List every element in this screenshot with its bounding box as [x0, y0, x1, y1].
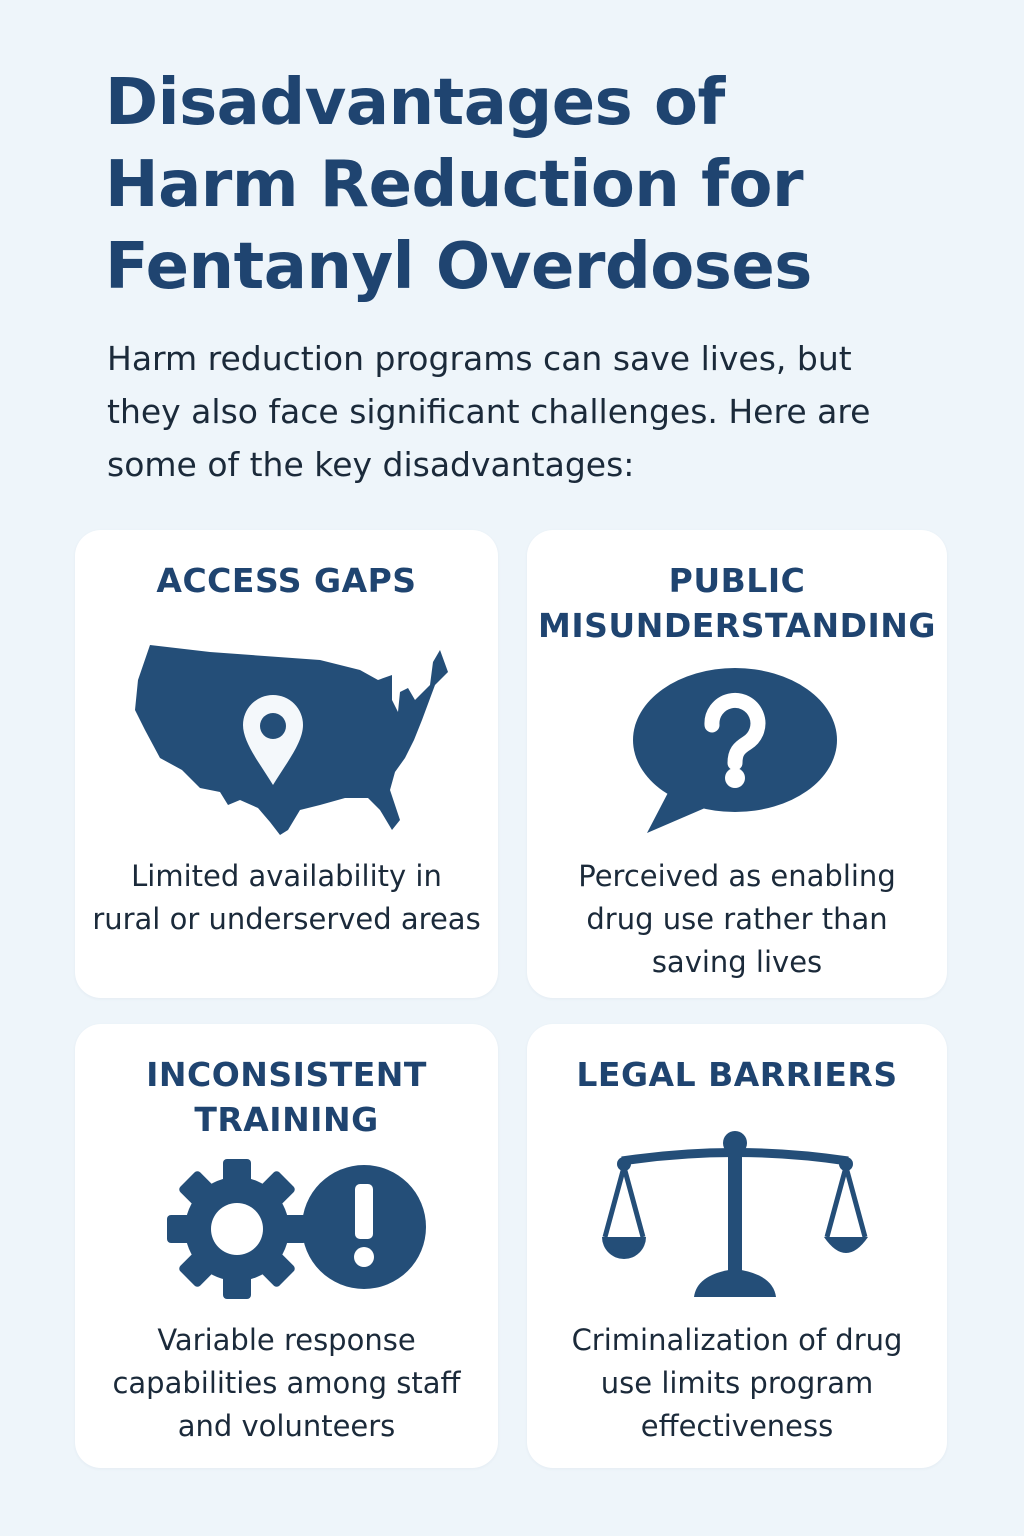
- description-line: saving lives: [651, 945, 823, 979]
- card-title: PUBLIC MISUNDERSTANDING: [527, 558, 947, 648]
- card-description: Limited availability in rural or underse…: [75, 855, 498, 941]
- card-title-line: PUBLIC: [668, 561, 806, 600]
- description-line: rural or underserved areas: [92, 902, 481, 936]
- card-title: INCONSISTENT TRAINING: [75, 1052, 498, 1142]
- card-legal-barriers: LEGAL BARRIERS Criminalization of drug u…: [527, 1024, 947, 1468]
- card-description: Criminalization of drug use limits progr…: [527, 1319, 947, 1448]
- question-speech-bubble-icon: [633, 668, 837, 833]
- description-line: effectiveness: [640, 1409, 834, 1443]
- description-line: Limited availability in: [131, 859, 442, 893]
- description-line: capabilities among staff: [112, 1366, 461, 1400]
- card-inconsistent-training: INCONSISTENT TRAINING Variable response …: [75, 1024, 498, 1468]
- description-line: Perceived as enabling: [578, 859, 896, 893]
- title-line: Harm Reduction for: [105, 148, 803, 222]
- description-line: use limits program: [600, 1366, 874, 1400]
- page-title: Disadvantages of Harm Reduction for Fent…: [105, 62, 812, 308]
- card-access-gaps: ACCESS GAPS Limited availability in rura…: [75, 530, 498, 998]
- title-line: Disadvantages of: [105, 66, 725, 140]
- card-description: Perceived as enabling drug use rather th…: [527, 855, 947, 984]
- card-description: Variable response capabilities among sta…: [75, 1319, 498, 1448]
- description-line: and volunteers: [177, 1409, 396, 1443]
- card-title-line: ACCESS GAPS: [156, 561, 417, 600]
- card-public-misunderstanding: PUBLIC MISUNDERSTANDING Perceived as ena…: [527, 530, 947, 998]
- description-line: Variable response: [157, 1323, 416, 1357]
- gear-exclamation-icon: [167, 1159, 426, 1299]
- card-title-line: LEGAL BARRIERS: [576, 1055, 898, 1094]
- title-line: Fentanyl Overdoses: [105, 230, 812, 304]
- scales-of-justice-icon: [602, 1131, 868, 1297]
- card-title: LEGAL BARRIERS: [527, 1052, 947, 1097]
- intro-text: Harm reduction programs can save lives, …: [107, 339, 871, 484]
- us-map-location-pin-icon: [135, 645, 448, 835]
- card-title: ACCESS GAPS: [75, 558, 498, 603]
- description-line: Criminalization of drug: [571, 1323, 903, 1357]
- card-title-line: INCONSISTENT: [146, 1055, 427, 1094]
- description-line: drug use rather than: [586, 902, 888, 936]
- card-title-line: TRAINING: [194, 1100, 379, 1139]
- card-title-line: MISUNDERSTANDING: [538, 606, 936, 645]
